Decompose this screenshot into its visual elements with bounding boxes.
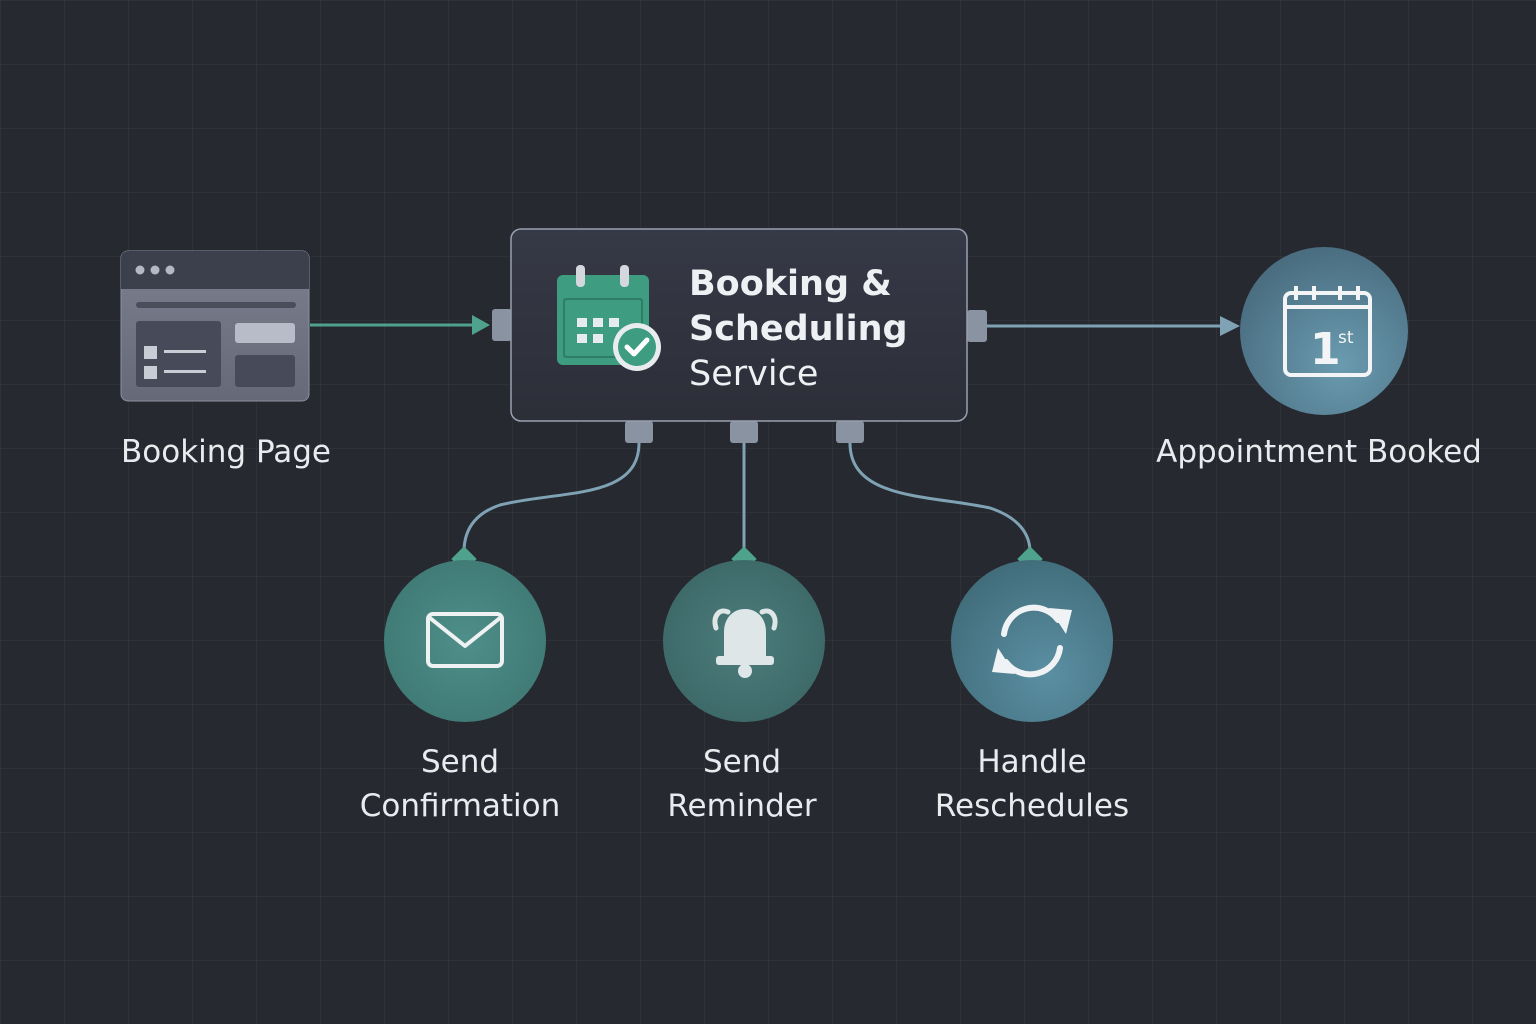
service-node[interactable] <box>510 228 968 422</box>
service-title-line2: Scheduling <box>689 309 908 349</box>
connector-service-to-confirmation <box>451 421 653 572</box>
handle-reschedules-label: Handle Reschedules <box>912 740 1152 828</box>
send-confirmation-label: Send Confirmation <box>340 740 580 828</box>
booking-page-node[interactable] <box>120 250 310 402</box>
send-reminder-label-line2: Reminder <box>667 788 817 824</box>
service-title: Booking & Scheduling Service <box>689 262 908 397</box>
service-title-line1: Booking & <box>689 264 892 304</box>
handle-reschedules-node[interactable] <box>951 560 1113 722</box>
bell-icon <box>712 608 778 678</box>
connector-service-to-reminder <box>730 421 758 572</box>
connector-service-to-reschedules <box>836 421 1043 572</box>
calendar-day-number: 1 <box>1310 324 1341 375</box>
appointment-label: Appointment Booked <box>1156 434 1482 470</box>
booking-page-label: Booking Page <box>121 434 331 470</box>
handle-reschedules-label-line2: Reschedules <box>934 788 1130 824</box>
send-reminder-node[interactable] <box>663 560 825 722</box>
handle-reschedules-label-line1: Handle <box>977 744 1087 780</box>
calendar-day-suffix: st <box>1338 328 1354 348</box>
calendar-check-icon <box>557 265 661 371</box>
service-title-line3: Service <box>689 354 819 394</box>
refresh-icon <box>992 604 1072 678</box>
send-confirmation-label-line1: Send <box>420 744 500 780</box>
send-confirmation-label-line2: Confirmation <box>359 788 561 824</box>
send-reminder-label-line1: Send <box>702 744 782 780</box>
appointment-node[interactable]: 1 st <box>1240 247 1408 415</box>
calendar-first-icon: 1 st <box>1283 286 1372 377</box>
browser-window-icon <box>120 250 310 402</box>
connector-service-to-appointment <box>967 310 1240 342</box>
send-confirmation-node[interactable] <box>384 560 546 722</box>
connector-booking-to-service <box>310 309 512 341</box>
send-reminder-label: Send Reminder <box>622 740 862 828</box>
envelope-icon <box>426 612 504 668</box>
